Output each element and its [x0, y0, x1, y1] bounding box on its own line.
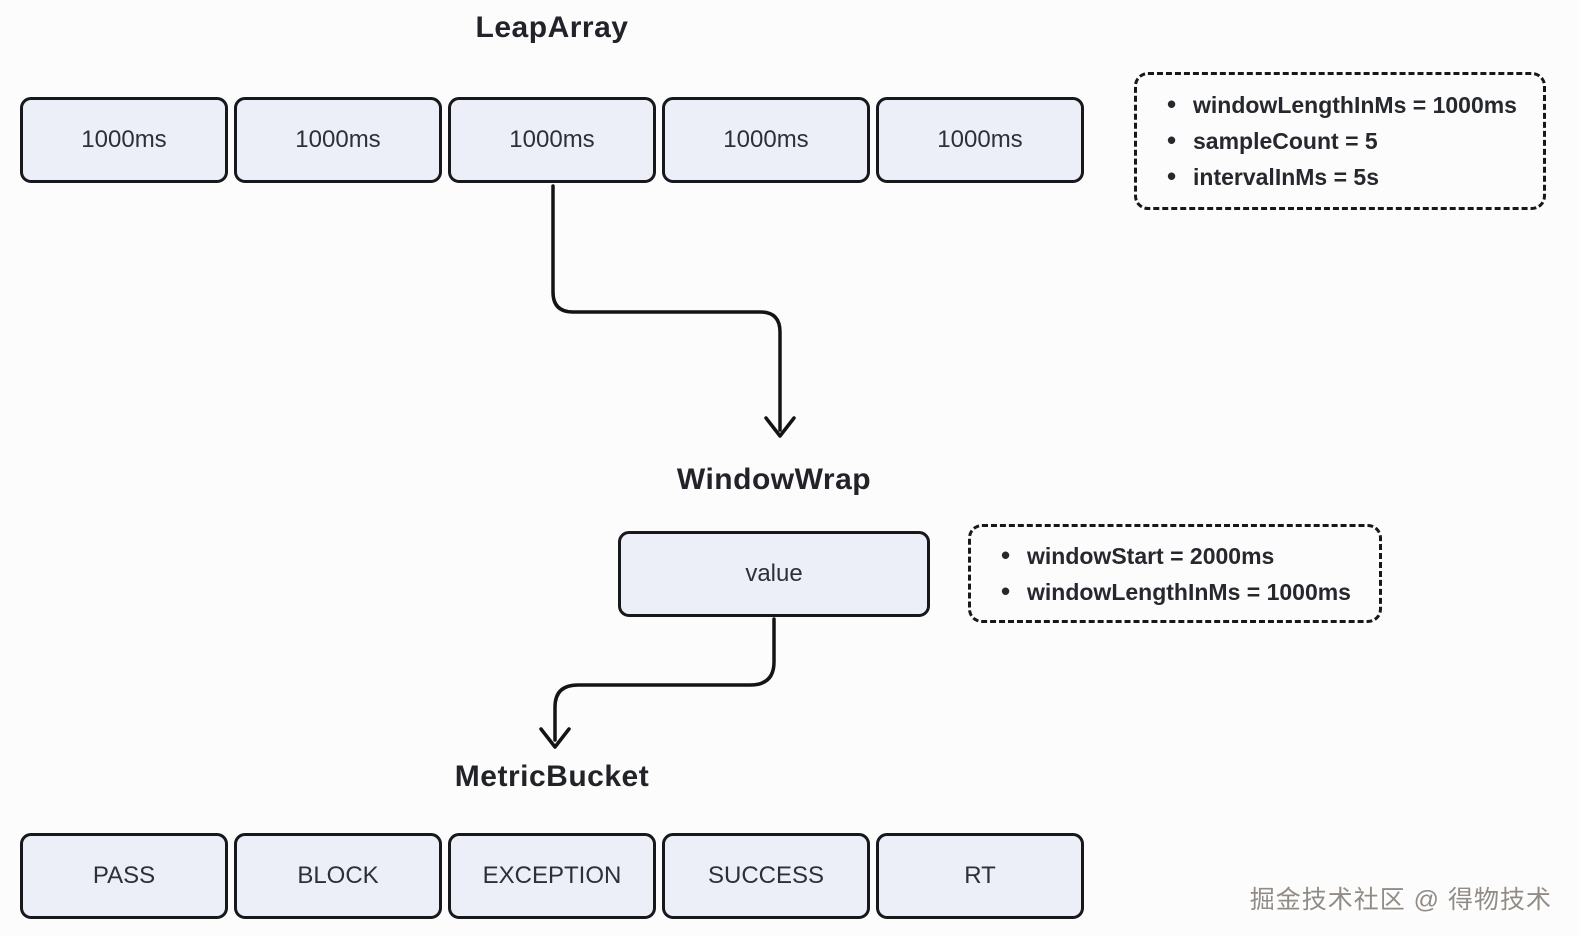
leaparray-cells-row: 1000ms 1000ms 1000ms 1000ms 1000ms [20, 97, 1084, 183]
leaparray-cell-5: 1000ms [876, 97, 1084, 183]
param-window-length: windowLengthInMs = 1000ms [1163, 86, 1517, 123]
metricbucket-cell-exception: EXCEPTION [448, 833, 656, 919]
arrow-leaparray-to-windowwrap [551, 184, 782, 432]
metricbucket-cell-rt: RT [876, 833, 1084, 919]
param-sample-count: sampleCount = 5 [1163, 122, 1517, 159]
leaparray-cell-2: 1000ms [234, 97, 442, 183]
windowwrap-value-cell: value [618, 531, 930, 617]
param-window-length: windowLengthInMs = 1000ms [997, 573, 1351, 610]
metricbucket-cell-success: SUCCESS [662, 833, 870, 919]
arrow-windowwrap-to-metricbucket [553, 617, 776, 742]
leaparray-title: LeapArray [475, 11, 629, 44]
windowwrap-title: WindowWrap [676, 463, 872, 496]
leaparray-cell-1: 1000ms [20, 97, 228, 183]
leaparray-params-list: windowLengthInMs = 1000ms sampleCount = … [1137, 86, 1517, 195]
leaparray-cell-4: 1000ms [662, 97, 870, 183]
windowwrap-params-box: windowStart = 2000ms windowLengthInMs = … [968, 524, 1382, 623]
metricbucket-title: MetricBucket [454, 760, 650, 793]
leaparray-cell-3: 1000ms [448, 97, 656, 183]
metricbucket-cells-row: PASS BLOCK EXCEPTION SUCCESS RT [20, 833, 1084, 919]
metricbucket-cell-block: BLOCK [234, 833, 442, 919]
param-window-start: windowStart = 2000ms [997, 537, 1351, 574]
arrowhead-down-icon [539, 727, 571, 749]
leaparray-params-box: windowLengthInMs = 1000ms sampleCount = … [1134, 72, 1546, 210]
arrowhead-down-icon [764, 416, 796, 438]
param-interval: intervalInMs = 5s [1163, 158, 1517, 195]
watermark: 掘金技术社区 @ 得物技术 [1249, 886, 1552, 914]
metricbucket-cell-pass: PASS [20, 833, 228, 919]
windowwrap-params-list: windowStart = 2000ms windowLengthInMs = … [971, 537, 1351, 610]
